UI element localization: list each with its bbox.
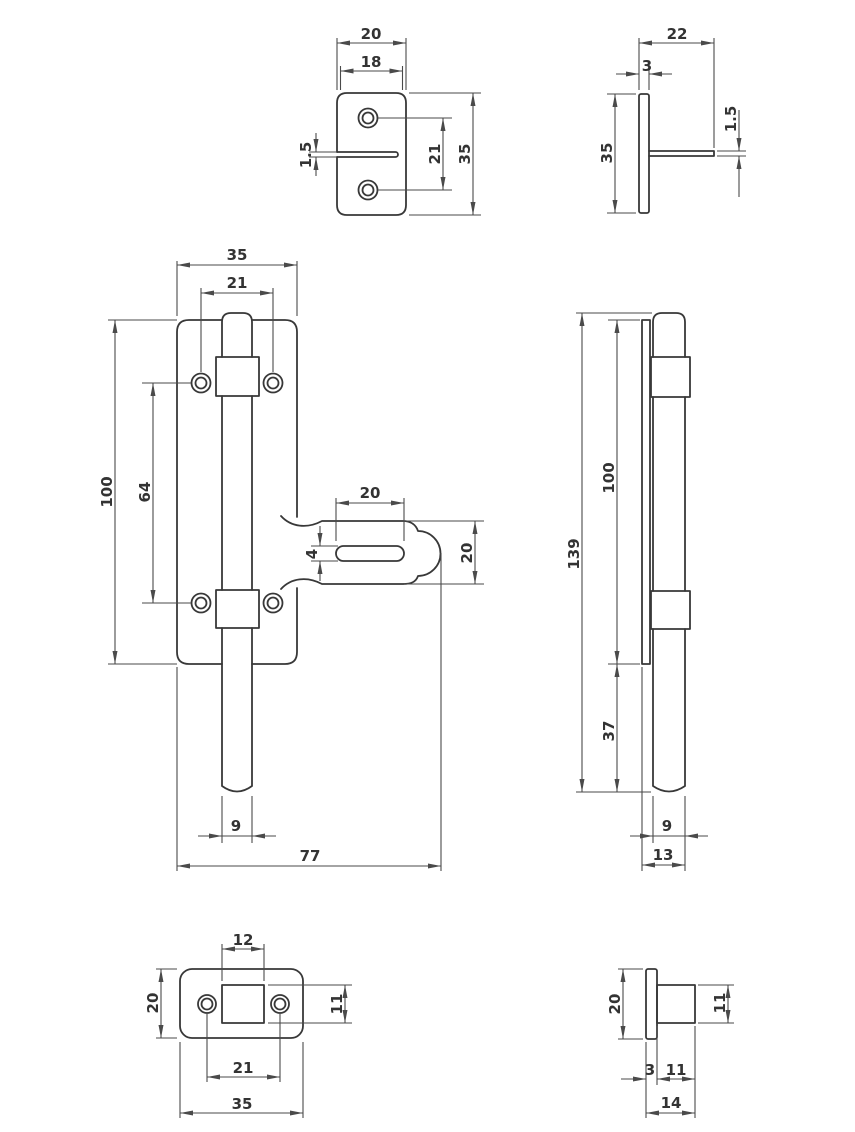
view-latch-side: 139 100 37 9 13 (565, 312, 708, 871)
screw-hole (190, 372, 212, 394)
dim-label-latch-slot-length: 20 (360, 484, 381, 502)
guide-block-upper (650, 356, 691, 398)
dim-label-bracket-hole-spacing: 21 (426, 144, 444, 165)
dim-label-bracket-side-width: 22 (667, 25, 688, 43)
dim-label-latch-slot-width: 4 (303, 549, 321, 559)
keeper-square-notch (221, 984, 265, 1024)
screw-hole (262, 592, 284, 614)
screw-hole (270, 994, 290, 1014)
screw-hole (197, 994, 217, 1014)
view-keeper-side: 20 11 3 11 14 (606, 968, 734, 1118)
screw-hole (190, 592, 212, 614)
dim-label-bracket-slot-thickness: 1.5 (297, 142, 315, 169)
dimension-lines (156, 944, 352, 1118)
dim-label-bracket-side-thickness: 3 (642, 57, 652, 75)
dimension-lines (309, 38, 481, 216)
guide-block-lower (215, 589, 260, 629)
arm-slot (335, 545, 405, 562)
dim-label-latch-plate-height: 100 (98, 476, 116, 507)
dimension-lines (618, 968, 734, 1118)
screw-hole (357, 179, 379, 201)
dim-label-latch-total-width: 77 (300, 847, 321, 865)
dim-label-bracket-side-tab-thickness: 1.5 (722, 106, 740, 133)
keeper-plate-outline (179, 968, 304, 1039)
dim-label-keeper-side-block-depth: 11 (666, 1061, 687, 1079)
dim-label-latch-side-bolt-width: 9 (662, 817, 672, 835)
dimension-lines (108, 261, 484, 871)
view-bracket-side: 22 3 35 1.5 (598, 25, 746, 214)
dim-label-keeper-side-height: 20 (606, 994, 624, 1015)
dim-label-bracket-height: 35 (456, 144, 474, 165)
dim-label-latch-hole-span: 64 (136, 482, 154, 503)
dim-label-latch-plate-width: 35 (227, 246, 248, 264)
dimension-lines (607, 38, 746, 214)
dim-label-latch-bolt-width: 9 (231, 817, 241, 835)
dim-label-bracket-inner-width: 18 (361, 53, 382, 71)
latch-side-plate (641, 319, 651, 665)
view-keeper-front: 12 20 11 21 35 (144, 931, 352, 1118)
guide-block-upper (215, 356, 260, 397)
dim-label-keeper-side-total-depth: 14 (661, 1094, 682, 1112)
screw-hole (357, 107, 379, 129)
dim-label-keeper-notch-height: 11 (328, 994, 346, 1015)
view-bracket-front: 20 18 1.5 21 35 (297, 25, 481, 216)
view-latch-front: 35 21 100 64 20 4 20 9 77 (98, 246, 484, 871)
dim-label-bracket-side-height: 35 (598, 143, 616, 164)
screw-hole (262, 372, 284, 394)
dim-label-latch-total-depth: 13 (653, 846, 674, 864)
bracket-plate-outline (336, 92, 407, 216)
dim-label-keeper-width: 35 (232, 1095, 253, 1113)
dim-label-keeper-hole-spacing: 21 (233, 1059, 254, 1077)
dim-label-keeper-notch-width: 12 (233, 931, 254, 949)
dim-label-bracket-width: 20 (361, 25, 382, 43)
bracket-side-plate (638, 93, 650, 214)
dim-label-latch-total-height: 139 (565, 538, 583, 569)
latch-side-bolt (652, 312, 686, 793)
dim-label-latch-side-plate-height: 100 (600, 462, 618, 493)
dim-label-latch-hole-spacing: 21 (227, 274, 248, 292)
guide-block-lower (650, 590, 691, 630)
dim-label-latch-arm-width: 20 (458, 543, 476, 564)
dim-label-latch-bolt-extension: 37 (600, 721, 618, 742)
keeper-side-block (656, 984, 696, 1024)
bracket-side-tab (648, 150, 715, 157)
dim-label-keeper-height: 20 (144, 993, 162, 1014)
bracket-edge-slot (336, 151, 399, 158)
slide-bolt (221, 312, 253, 793)
dim-label-keeper-side-block-height: 11 (711, 993, 729, 1014)
dimension-lines (576, 312, 708, 871)
keeper-side-plate (645, 968, 658, 1040)
latch-plate-outline (176, 319, 298, 665)
dim-label-keeper-side-plate-thickness: 3 (645, 1061, 655, 1079)
